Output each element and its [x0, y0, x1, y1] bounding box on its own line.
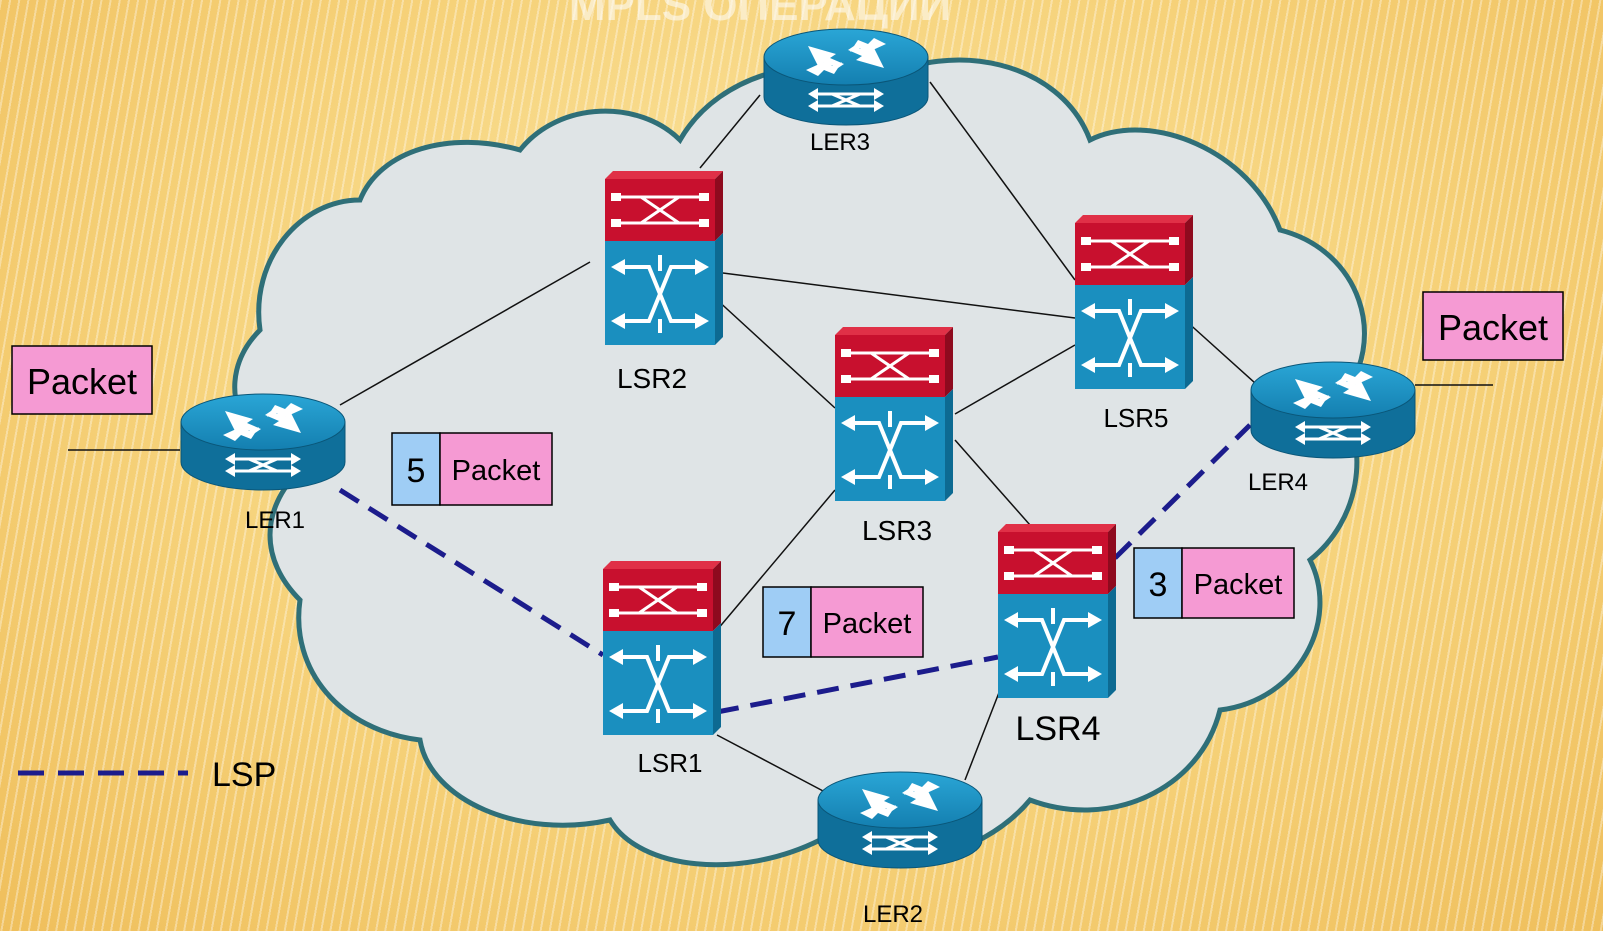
router-ler1[interactable] [179, 392, 347, 492]
switch-lsr5[interactable] [1073, 213, 1195, 391]
label-lsr3: LSR3 [862, 515, 932, 546]
packet-left-text: Packet [27, 361, 137, 402]
label-ler3: LER3 [810, 129, 870, 156]
switch-lsr1[interactable] [601, 559, 723, 737]
label-value-7: 7 [778, 605, 797, 643]
legend: LSP [18, 756, 276, 794]
link-ler1-lsr2 [339, 261, 591, 406]
switch-lsr2[interactable] [603, 169, 725, 347]
switch-lsr4[interactable] [996, 522, 1118, 700]
packet-right: Packet [1422, 291, 1564, 361]
link-lsr5-ler4 [1184, 319, 1256, 384]
page-title: MPLS ОПЕРАЦИИ [569, 0, 951, 30]
link-lsr2-ler3 [699, 94, 761, 169]
router-ler3[interactable] [762, 27, 930, 127]
link-lsr2-lsr3 [714, 297, 836, 409]
label-value-5: 5 [407, 452, 426, 490]
label-lsr4: LSR4 [1015, 710, 1100, 748]
labeled-packet-3: 3 Packet [1133, 547, 1295, 619]
link-lsr1-ler2 [716, 734, 826, 793]
packet-text-3: Packet [1194, 569, 1283, 601]
label-ler4: LER4 [1248, 469, 1308, 496]
label-lsr5: LSR5 [1103, 403, 1168, 433]
legend-lsp-label: LSP [212, 756, 276, 794]
link-lsr4-ler2 [964, 689, 1001, 781]
labeled-packet-7: 7 Packet [762, 586, 924, 658]
labeled-packet-5: 5 Packet [391, 432, 553, 506]
label-lsr1: LSR1 [637, 748, 702, 778]
link-lsr3-lsr1 [716, 489, 836, 631]
link-ler3-lsr5 [929, 81, 1076, 281]
label-ler2: LER2 [863, 901, 923, 928]
packet-text-7: Packet [823, 608, 912, 640]
label-ler1: LER1 [245, 507, 305, 534]
link-lsr2-lsr5 [714, 271, 1076, 319]
link-lsr3-lsr5 [954, 344, 1076, 415]
lsp-path [338, 423, 1252, 715]
router-ler2[interactable] [816, 770, 984, 870]
physical-links [68, 81, 1493, 793]
switch-lsr3[interactable] [833, 325, 955, 503]
label-lsr2: LSR2 [617, 363, 687, 394]
router-ler4[interactable] [1249, 360, 1417, 460]
packet-left: Packet [11, 345, 153, 415]
packet-right-text: Packet [1438, 307, 1548, 348]
link-lsr3-lsr4 [954, 439, 1031, 526]
label-value-3: 3 [1149, 566, 1168, 604]
packet-text-5: Packet [452, 455, 541, 487]
